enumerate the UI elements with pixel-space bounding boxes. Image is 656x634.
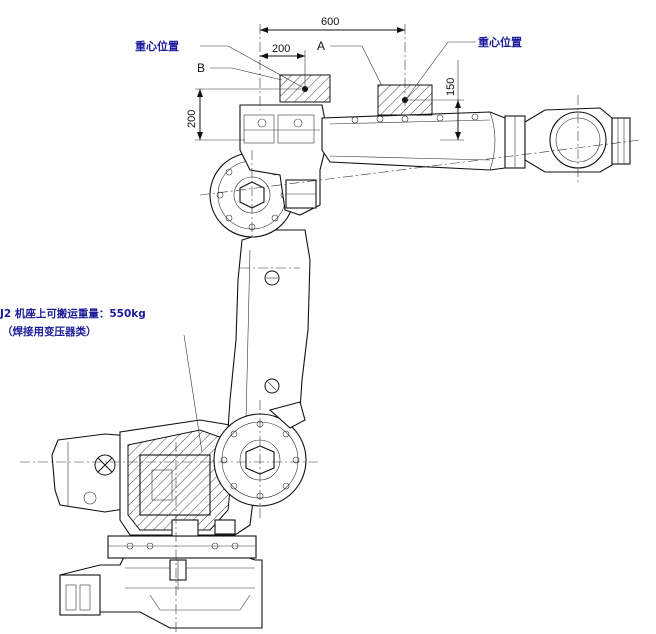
dim-200-horizontal: 200 xyxy=(272,43,290,55)
forearm-bolts xyxy=(351,113,479,124)
point-label-a: A xyxy=(317,39,325,53)
upper-arm-housing xyxy=(239,104,327,216)
wrist xyxy=(524,107,631,173)
payload-note-line2: （焊接用变压器类） xyxy=(2,325,97,338)
cog-label-right: 重心位置 xyxy=(478,35,522,49)
base-bolts xyxy=(126,542,239,550)
dim-150-vertical: 150 xyxy=(445,78,457,96)
leaders xyxy=(183,41,476,453)
center-lines xyxy=(20,24,641,634)
dimensions: 600 200 200 150 xyxy=(186,16,464,141)
payload-note-line1: J2 机座上可搬运重量：550kg xyxy=(0,307,146,320)
forearm xyxy=(321,111,526,171)
dim-600: 600 xyxy=(321,16,339,28)
dim-200-vertical: 200 xyxy=(186,110,198,128)
x-marker-icon xyxy=(94,454,116,476)
lower-arm xyxy=(227,229,311,431)
robot-base xyxy=(59,535,263,629)
point-label-b: B xyxy=(197,61,205,75)
cog-label-left: 重心位置 xyxy=(135,39,179,53)
